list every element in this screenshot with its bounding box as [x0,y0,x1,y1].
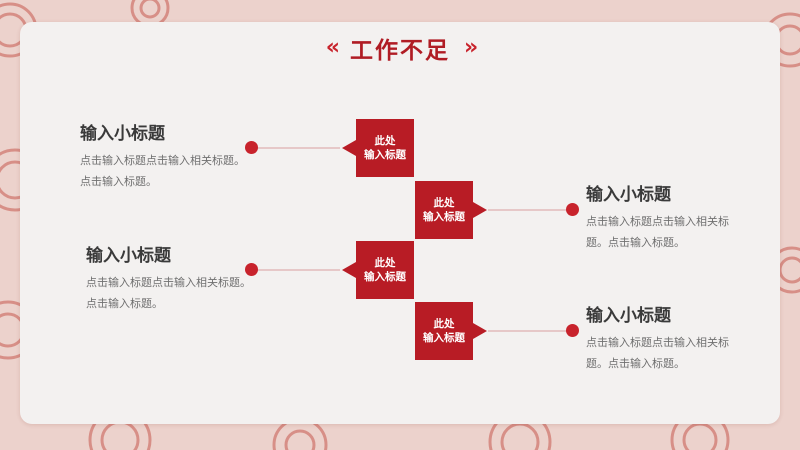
subtitle[interactable]: 输入小标题 [586,185,671,205]
body-text[interactable]: 点击输入标题点击输入相关标题。点击输入标题。 [586,336,729,370]
box-line-2: 输入标题 [423,332,465,344]
pointer-left-icon [342,262,356,278]
box-line-2: 输入标题 [423,211,465,223]
box-line-1: 此处 [374,257,396,269]
body-text[interactable]: 点击输入标题点击输入相关标题。点击输入标题。 [586,215,729,249]
title-box-3[interactable]: 此处 输入标题 [342,241,414,299]
pointer-right-icon [473,202,487,218]
text-block-1: 输入小标题 点击输入标题点击输入相关标题。点击输入标题。 [80,123,270,192]
body-text[interactable]: 点击输入标题点击输入相关标题。点击输入标题。 [86,276,251,310]
title-box-1[interactable]: 此处 输入标题 [342,119,414,177]
subtitle[interactable]: 输入小标题 [586,306,671,326]
pointer-left-icon [342,140,356,156]
box-line-1: 此处 [433,318,455,330]
title-row: « 工作不足 » [0,30,800,66]
subtitle[interactable]: 输入小标题 [86,246,171,266]
text-block-2: 输入小标题 点击输入标题点击输入相关标题。点击输入标题。 [586,184,776,253]
connector-dot-3 [245,263,258,276]
title-box-4[interactable]: 此处 输入标题 [415,302,487,360]
box-line-1: 此处 [374,135,396,147]
box-line-2: 输入标题 [364,149,406,161]
box-line-2: 输入标题 [364,271,406,283]
body-text[interactable]: 点击输入标题点击输入相关标题。点击输入标题。 [80,154,245,188]
connector-dot-1 [245,141,258,154]
text-block-3: 输入小标题 点击输入标题点击输入相关标题。点击输入标题。 [86,245,276,314]
title-box-2[interactable]: 此处 输入标题 [415,181,487,239]
pointer-right-icon [473,323,487,339]
content-card [20,22,780,424]
connector-dot-4 [566,324,579,337]
page-title: 工作不足 [350,38,450,64]
box-line-1: 此处 [433,197,455,209]
subtitle[interactable]: 输入小标题 [80,124,165,144]
text-block-4: 输入小标题 点击输入标题点击输入相关标题。点击输入标题。 [586,305,776,374]
connector-dot-2 [566,203,579,216]
